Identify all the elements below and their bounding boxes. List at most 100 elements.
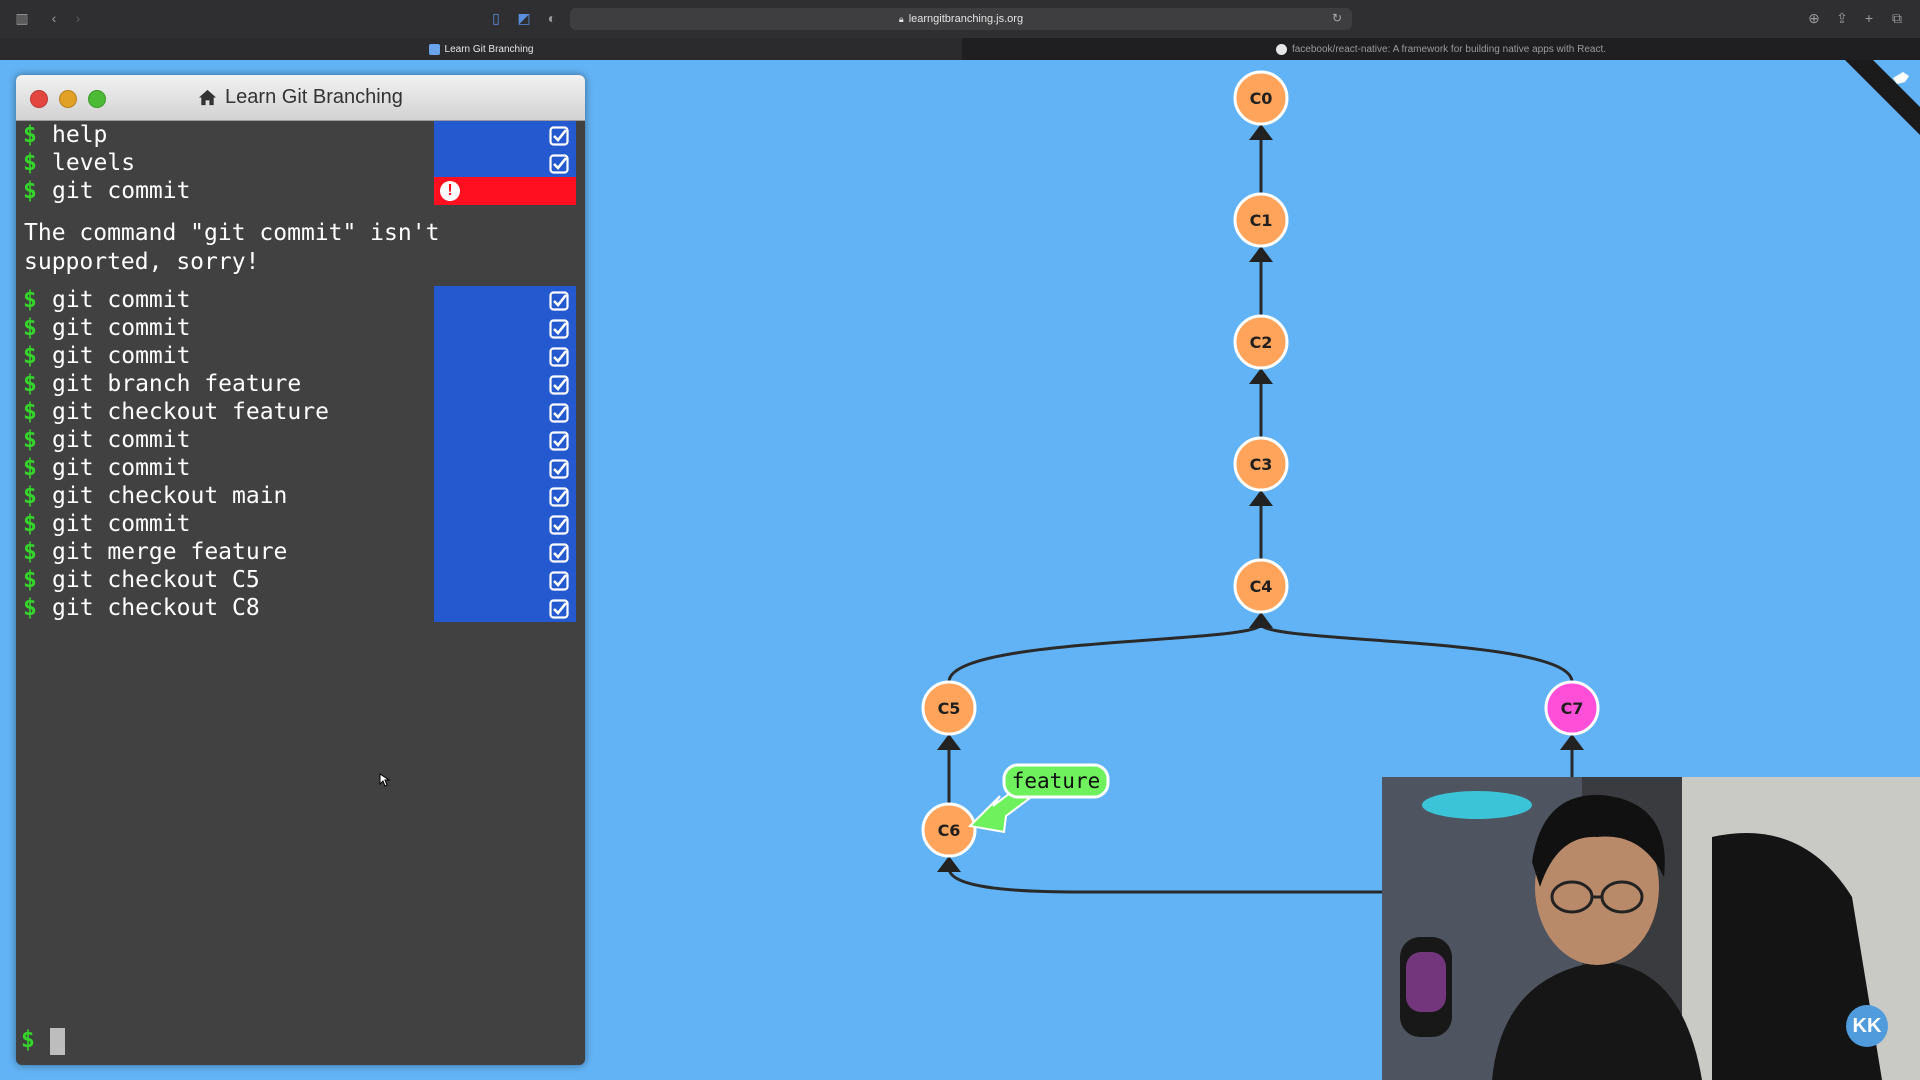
commit-circle — [1544, 680, 1600, 736]
reload-icon[interactable]: ↻ — [1331, 11, 1342, 25]
lock-icon: 🔒︎ — [898, 13, 904, 24]
tab-title: facebook/react-native: A framework for b… — [1291, 43, 1607, 55]
status-success — [434, 286, 576, 314]
prompt-symbol: $ — [23, 567, 37, 593]
command-text: git branch feature — [52, 371, 302, 397]
commit-node-c0[interactable]: C0 — [1233, 70, 1289, 126]
prompt-symbol: $ — [23, 595, 37, 621]
command-line: $git checkout main — [16, 482, 585, 510]
prompt-symbol: $ — [23, 399, 37, 425]
commit-node-c5[interactable]: C5 — [921, 680, 977, 736]
prompt-symbol: $ — [23, 150, 37, 176]
command-line: $git commit — [16, 314, 585, 342]
corner-ribbon[interactable] — [1845, 60, 1920, 135]
tab-bar: Learn Git Branching facebook/react-nativ… — [0, 38, 1920, 60]
commit-label: C0 — [1250, 89, 1273, 108]
reader-icon[interactable]: ▯ — [492, 10, 500, 26]
checkbox-checked-icon — [549, 542, 569, 563]
back-icon[interactable]: ‹ — [51, 10, 57, 26]
prompt-symbol: $ — [23, 427, 37, 453]
maximize-button[interactable] — [88, 90, 106, 108]
commit-node-c2[interactable]: C2 — [1233, 314, 1289, 370]
commit-label: C5 — [938, 699, 961, 718]
commit-circle — [921, 802, 977, 858]
commit-label: C3 — [1250, 455, 1273, 474]
commit-label: C6 — [938, 821, 961, 840]
status-success — [434, 121, 576, 149]
share-icon[interactable]: ⇪ — [1836, 10, 1848, 26]
checkbox-checked-icon — [549, 153, 569, 174]
prompt-symbol: $ — [23, 343, 37, 369]
edge-c5-c4 — [947, 622, 1263, 683]
checkbox-checked-icon — [549, 458, 569, 479]
presenter-video — [1382, 777, 1920, 1080]
tab-react-native[interactable]: facebook/react-native: A framework for b… — [962, 38, 1920, 60]
edge-c7-c4 — [1259, 622, 1574, 683]
commit-circle — [1233, 314, 1289, 370]
close-button[interactable] — [30, 90, 48, 108]
commit-circle — [1233, 558, 1289, 614]
commit-node-c3[interactable]: C3 — [1233, 436, 1289, 492]
command-line: $git checkout C5 — [16, 566, 585, 594]
checkbox-checked-icon — [549, 514, 569, 535]
command-text: git commit — [52, 455, 191, 481]
prompt-symbol: $ — [23, 315, 37, 341]
command-line: $levels — [16, 149, 585, 177]
minimize-button[interactable] — [59, 90, 77, 108]
new-tab-icon[interactable]: + — [1864, 10, 1874, 26]
status-success — [434, 538, 576, 566]
arrow-head-icon — [1249, 124, 1273, 140]
mouse-cursor-icon — [379, 773, 391, 787]
command-input[interactable] — [50, 1028, 65, 1055]
command-line: $ git merge feature — [16, 538, 585, 566]
status-success — [434, 398, 576, 426]
browser-toolbar: ▥ ‹ › ▯ ◩ ◐ 🔒︎ learngitbranching.js.org … — [0, 0, 1920, 38]
tab-overview-icon[interactable]: ⧉ — [1892, 10, 1902, 26]
sidebar-toggle-icon[interactable]: ▥ — [15, 10, 29, 26]
command-text: git commit — [52, 511, 191, 537]
terminal-titlebar: Learn Git Branching — [16, 75, 585, 121]
url-text: learngitbranching.js.org — [908, 13, 1024, 25]
commit-node-c4[interactable]: C4 — [1233, 558, 1289, 614]
branch-label-bg — [1002, 763, 1110, 799]
arrow-head-icon — [937, 734, 961, 750]
checkbox-checked-icon — [549, 318, 569, 339]
command-line: $git commit — [16, 426, 585, 454]
commit-node-c7[interactable]: C7 — [1544, 680, 1600, 736]
tab-learn-git-branching[interactable]: Learn Git Branching — [0, 38, 962, 60]
forward-icon[interactable]: › — [75, 10, 81, 26]
status-success — [434, 510, 576, 538]
status-success — [434, 454, 576, 482]
checkbox-checked-icon — [549, 486, 569, 507]
prompt-symbol: $ — [23, 371, 37, 397]
favicon-icon — [428, 43, 440, 55]
commit-label: C4 — [1250, 577, 1273, 596]
home-icon — [198, 89, 217, 106]
commit-node-c6[interactable]: C6 — [921, 802, 977, 858]
branch-feature[interactable]: feature — [967, 763, 1110, 834]
status-success — [434, 426, 576, 454]
arrow-head-icon — [1249, 246, 1273, 262]
status-success — [434, 342, 576, 370]
tab-title: Learn Git Branching — [444, 43, 534, 55]
status-error: ! — [434, 177, 576, 205]
command-text: git merge feature — [52, 539, 288, 565]
webcam-overlay — [1382, 777, 1920, 1080]
arrow-head-icon — [1249, 368, 1273, 384]
address-bar[interactable]: 🔒︎ learngitbranching.js.org ↻ — [570, 8, 1352, 30]
download-icon[interactable]: ⊕ — [1808, 10, 1820, 26]
prompt-symbol: $ — [23, 539, 37, 565]
terminal-title: Learn Git Branching — [225, 86, 403, 108]
commit-node-c1[interactable]: C1 — [1233, 192, 1289, 248]
checkbox-checked-icon — [549, 125, 569, 146]
prompt-symbol: $ — [21, 1027, 35, 1053]
command-line: $git commit — [16, 342, 585, 370]
command-line: $help — [16, 121, 585, 149]
extension-icon[interactable]: ◩ — [517, 10, 531, 26]
command-text: git commit — [52, 287, 191, 313]
arrow-head-icon — [1560, 734, 1584, 750]
privacy-shield-icon[interactable]: ◐ — [547, 10, 557, 26]
commit-label: C1 — [1250, 211, 1273, 230]
bird-icon — [1893, 72, 1909, 84]
